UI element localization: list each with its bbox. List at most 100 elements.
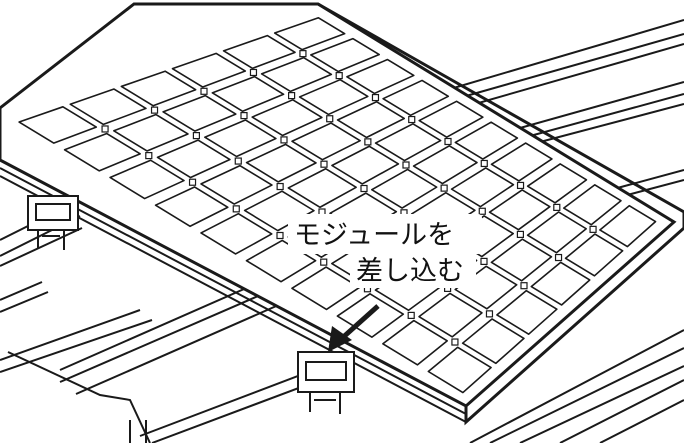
solar-cell [461, 318, 525, 365]
cell-junction [516, 181, 525, 190]
solar-cell [222, 34, 296, 70]
cell-junction [516, 230, 525, 238]
cell-junction [326, 115, 334, 123]
solar-cell [490, 238, 553, 282]
rail-lower-2 [0, 309, 153, 373]
cell-junction [440, 184, 448, 192]
solar-cell [450, 167, 515, 208]
solar-cell [346, 58, 415, 95]
solar-cell [530, 261, 591, 306]
rail-lower-right [469, 329, 684, 443]
cell-junction [288, 91, 296, 100]
cell-junction [480, 257, 488, 265]
solar-cell [599, 204, 657, 248]
solar-cell [382, 79, 450, 117]
callout-bg-line2 [350, 252, 476, 288]
solar-cell [336, 100, 406, 139]
solar-cell [251, 99, 323, 137]
solar-cell [287, 167, 357, 209]
clamp-left [27, 195, 79, 250]
callout-line1: モジュールを [294, 220, 454, 251]
solar-cell [200, 212, 273, 255]
solar-cell [113, 113, 189, 152]
cell-junction [480, 159, 488, 168]
cell-junction [232, 205, 240, 213]
cell-junction [299, 50, 307, 58]
cell-junction [451, 338, 459, 346]
solar-cell [454, 121, 519, 160]
solar-cell [120, 70, 197, 107]
solar-cell [260, 56, 333, 93]
cell-junction [320, 160, 328, 168]
cell-junction [589, 225, 597, 233]
solar-cell [562, 184, 622, 226]
callout-line2: 差し込む [356, 256, 464, 287]
solar-cell [109, 159, 185, 200]
callout-bg-line1 [288, 214, 482, 254]
cell-junction [478, 207, 486, 215]
cell-junction [485, 310, 494, 318]
rail-end-bottom [129, 420, 147, 443]
cell-junction [320, 258, 328, 266]
cell-junction [335, 71, 343, 80]
cell-junction [280, 136, 288, 144]
solar-cell [291, 122, 361, 161]
solar-cell [331, 145, 400, 185]
arrow-down-left-icon [328, 304, 380, 352]
cell-junction [444, 137, 452, 146]
solar-cell [204, 119, 277, 158]
solar-cell [526, 211, 588, 254]
solar-cell [243, 190, 315, 232]
solar-cell [211, 75, 285, 113]
cell-junction [553, 203, 561, 211]
cell-junction [402, 161, 410, 169]
cell-junction [234, 157, 242, 165]
solar-cell [564, 233, 624, 277]
solar-panel [0, 2, 684, 426]
solar-cell [18, 106, 98, 144]
cell-junction [407, 311, 415, 319]
cell-junction [192, 132, 200, 140]
rail-upper-2 [519, 81, 684, 143]
solar-cell [162, 94, 237, 132]
panel-frame [0, 2, 677, 408]
cell-junction [249, 68, 258, 77]
solar-cell [382, 319, 448, 366]
solar-cell [418, 292, 483, 338]
solar-cell [69, 88, 147, 126]
cell-junction [276, 182, 284, 191]
cell-junction [200, 87, 208, 95]
rail-left-2 [0, 281, 49, 313]
solar-cell [371, 168, 438, 209]
solar-cell [374, 122, 442, 162]
solar-cell [171, 52, 247, 88]
cell-junction [101, 125, 109, 133]
cell-junction [150, 106, 159, 114]
cell-junction [554, 253, 563, 262]
solar-cell [200, 164, 273, 205]
cell-junction [145, 152, 153, 160]
clamp-right [297, 351, 355, 414]
solar-cell [412, 145, 478, 185]
solar-cell [496, 289, 558, 335]
solar-cell [418, 100, 484, 138]
solar-cell [154, 186, 229, 228]
cell-junction [360, 184, 368, 193]
cell-junction [240, 111, 248, 120]
solar-cell [526, 163, 588, 204]
solar-cell [490, 142, 553, 182]
cell-junction [520, 282, 528, 290]
rail-lower-1 [59, 281, 291, 395]
solar-cell [156, 139, 231, 179]
cell-junction [408, 115, 416, 124]
cell-junction [364, 138, 372, 146]
clamps [27, 195, 355, 443]
solar-cell [273, 16, 346, 51]
cell-junction [188, 178, 197, 186]
panel-right-edge [317, 2, 684, 426]
cell-junction [371, 93, 380, 102]
cell-junction [276, 231, 284, 240]
solar-cell [245, 143, 317, 183]
solar-cell [488, 189, 551, 231]
